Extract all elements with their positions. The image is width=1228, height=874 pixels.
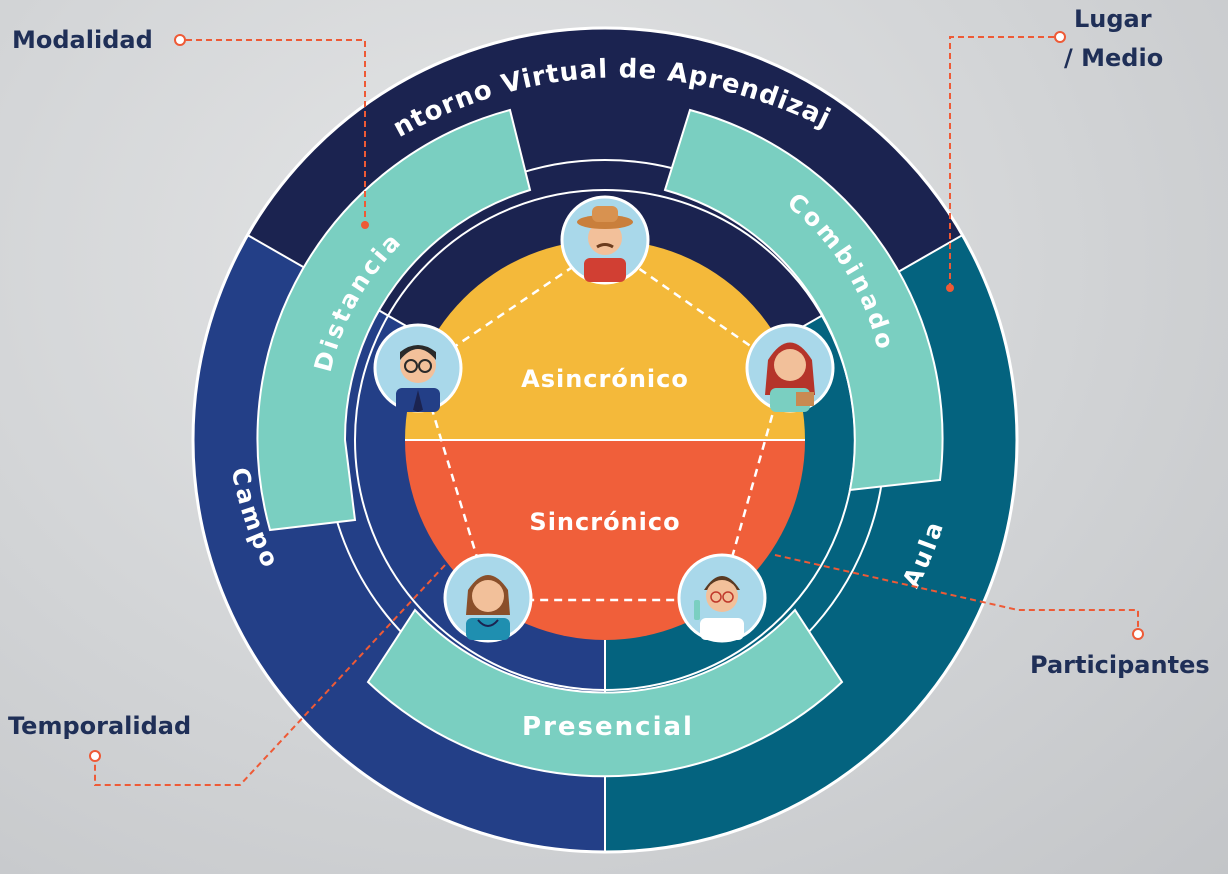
callout-temporalidad-text: Temporalidad bbox=[8, 712, 191, 740]
band-distancia bbox=[256, 108, 532, 532]
band-combinado bbox=[663, 108, 944, 492]
farmer-avatar-icon bbox=[560, 195, 650, 285]
label-asincronico: Asincrónico bbox=[521, 365, 689, 393]
callout-lugar: Lugar / Medio bbox=[946, 5, 1163, 292]
center-asincronico bbox=[405, 240, 805, 440]
nurse-avatar-icon bbox=[745, 323, 835, 413]
businessman-avatar-icon bbox=[373, 323, 463, 413]
callout-modalidad: Modalidad bbox=[12, 26, 369, 229]
callout-modalidad-text: Modalidad bbox=[12, 26, 153, 54]
callout-lugar-line1: Lugar bbox=[1074, 5, 1152, 33]
doctor-avatar-icon bbox=[443, 553, 533, 643]
label-presencial: Presencial bbox=[522, 712, 694, 742]
callout-participantes-text: Participantes bbox=[1030, 651, 1210, 679]
label-sincronico: Sincrónico bbox=[529, 508, 680, 536]
scientist-avatar-icon bbox=[677, 553, 767, 643]
callout-lugar-line2: / Medio bbox=[1064, 44, 1163, 72]
band-presencial bbox=[366, 608, 844, 778]
callout-participantes: Participantes bbox=[774, 554, 1210, 679]
outer-ring-border bbox=[191, 26, 1019, 854]
callout-temporalidad: Temporalidad bbox=[8, 564, 446, 786]
